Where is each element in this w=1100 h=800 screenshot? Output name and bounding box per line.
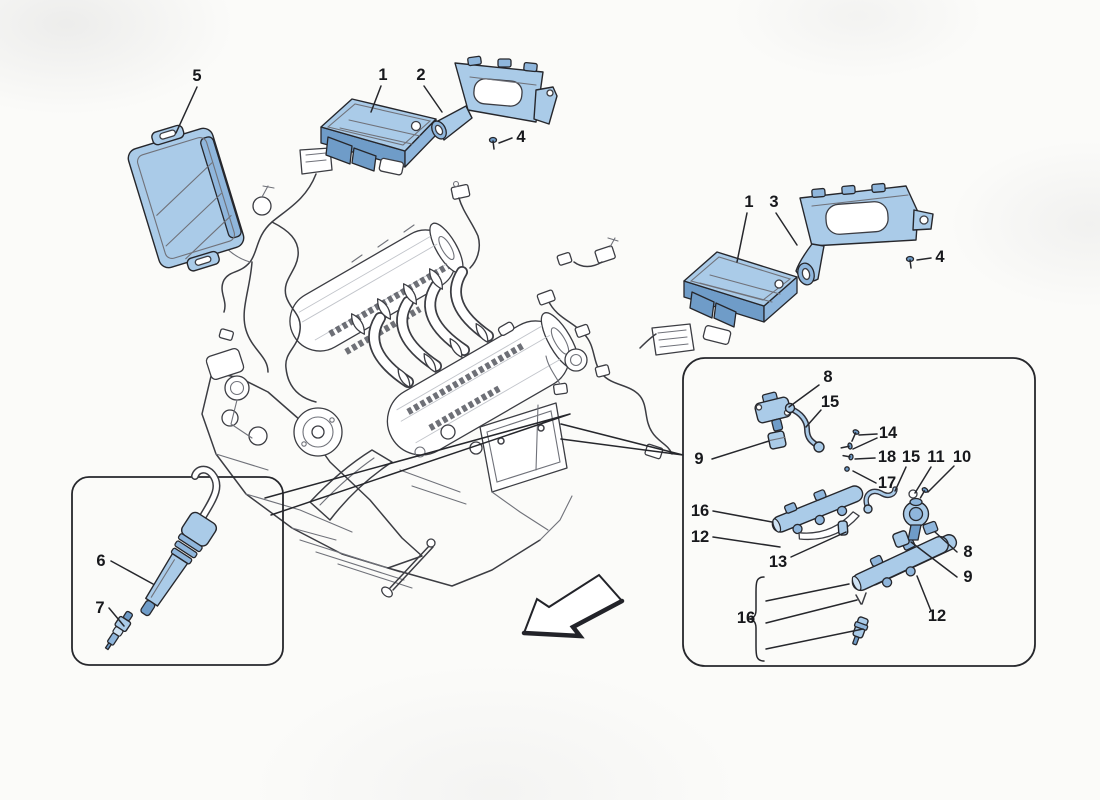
callout-16b: 16 <box>737 609 755 627</box>
callout-6: 6 <box>96 552 105 570</box>
callout-18: 18 <box>878 448 896 466</box>
callout-5: 5 <box>192 67 201 85</box>
callout-7: 7 <box>95 599 104 617</box>
screws-14 <box>840 429 860 450</box>
brace-16 <box>748 576 765 662</box>
pointer-right-inset <box>560 423 684 456</box>
fuel-rail-right <box>851 486 958 646</box>
spark-plug <box>104 610 133 651</box>
screw-17 <box>844 466 850 472</box>
hose-15-top <box>784 402 825 453</box>
callout-10: 10 <box>953 448 971 466</box>
wiring-harness-right <box>536 289 695 460</box>
engine-details <box>351 224 483 598</box>
callout-9b: 9 <box>963 568 972 586</box>
sensor-8b <box>922 520 939 535</box>
callout-16a: 16 <box>691 502 709 520</box>
callout-14: 14 <box>879 424 898 442</box>
inset-ignition-border <box>71 476 284 666</box>
intake-bracket-2 <box>431 55 558 141</box>
inset-injection-border <box>682 357 1036 667</box>
screw-4-right <box>905 255 915 269</box>
ecu-module-5 <box>127 124 245 272</box>
callout-2: 2 <box>416 66 425 84</box>
callout-11: 11 <box>927 448 944 466</box>
top-sensors <box>450 180 619 269</box>
intake-bracket-3 <box>795 182 934 286</box>
callout-4-top: 4 <box>516 128 526 146</box>
screw-18 <box>842 453 854 461</box>
callout-8a: 8 <box>823 368 832 386</box>
callout-8b: 8 <box>963 543 972 561</box>
callout-3: 3 <box>769 193 778 211</box>
connector-cube-9b <box>892 530 910 548</box>
leader-lines <box>108 85 958 650</box>
runner-flanges <box>350 268 489 388</box>
connector-cube-9 <box>767 430 787 450</box>
callout-1-top: 1 <box>378 66 387 84</box>
inset-injection <box>682 357 1036 667</box>
callout-12b: 12 <box>928 607 946 625</box>
callout-9a: 9 <box>694 450 703 468</box>
hose-15-mid <box>863 486 898 514</box>
callout-12a: 12 <box>691 528 709 546</box>
callout-17: 17 <box>878 474 896 492</box>
fuel-rail-left <box>771 485 864 541</box>
inset-ignition <box>71 465 284 666</box>
direction-arrow-icon <box>521 573 625 639</box>
callout-4-right: 4 <box>935 248 945 266</box>
pointer-left-inset <box>264 413 571 516</box>
callout-labels: 5 1 2 4 1 3 4 6 7 8 15 9 14 18 15 11 10 … <box>95 66 972 627</box>
callout-15b: 15 <box>902 448 920 466</box>
engine-illustration <box>186 147 695 598</box>
screw-10 <box>919 487 929 499</box>
pressure-sensor-8 <box>754 391 792 432</box>
screw-4-top <box>488 136 498 150</box>
ignition-coil <box>140 511 218 617</box>
callout-1-right: 1 <box>744 193 753 211</box>
ecu-module-1-left <box>320 98 437 176</box>
ecu-module-1-right <box>683 251 798 345</box>
injector <box>852 592 869 646</box>
callout-13: 13 <box>769 553 787 571</box>
callout-15a: 15 <box>821 393 839 411</box>
